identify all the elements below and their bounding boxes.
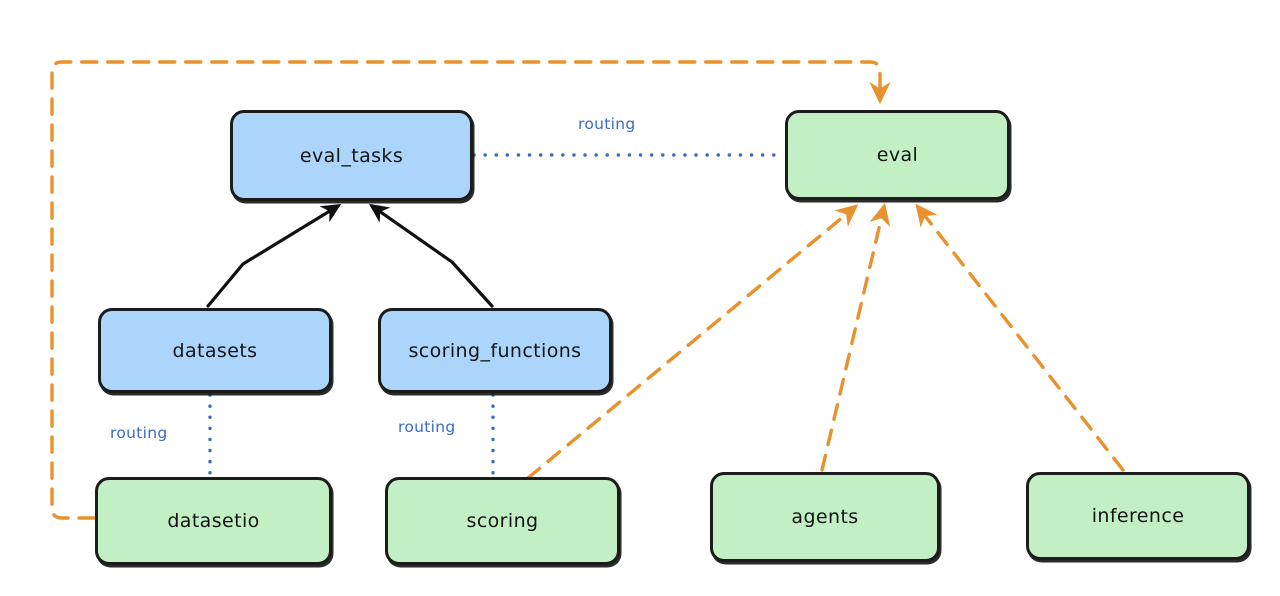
node-datasetio[interactable]: datasetio [95, 477, 332, 565]
edge-label-routing-eval: routing [578, 115, 636, 133]
edge-inference-to-eval-provider [915, 203, 1125, 472]
edge-scoring-to-eval-provider [526, 204, 859, 480]
edge-label-routing-scoring: routing [398, 418, 456, 436]
node-eval[interactable]: eval [785, 110, 1010, 200]
node-label: inference [1091, 505, 1185, 527]
node-label: agents [791, 506, 859, 528]
edge-datasets-to-eval-tasks [206, 204, 342, 308]
node-label: datasetio [167, 510, 260, 532]
node-eval-tasks[interactable]: eval_tasks [230, 110, 473, 201]
node-label: scoring_functions [408, 339, 582, 362]
node-label: scoring [466, 510, 539, 532]
node-datasets[interactable]: datasets [98, 308, 332, 393]
node-label: eval [876, 144, 919, 166]
node-agents[interactable]: agents [710, 472, 940, 562]
edge-scoring-functions-to-eval-tasks [368, 203, 494, 308]
node-inference[interactable]: inference [1026, 472, 1250, 560]
node-label: eval_tasks [299, 144, 404, 167]
node-scoring-functions[interactable]: scoring_functions [378, 308, 612, 393]
edge-agents-to-eval-provider [820, 202, 891, 472]
node-label: datasets [172, 339, 258, 362]
edge-datasetio-to-eval-provider [50, 60, 891, 520]
edge-label-routing-datasetio: routing [110, 424, 168, 442]
node-scoring[interactable]: scoring [385, 477, 620, 565]
